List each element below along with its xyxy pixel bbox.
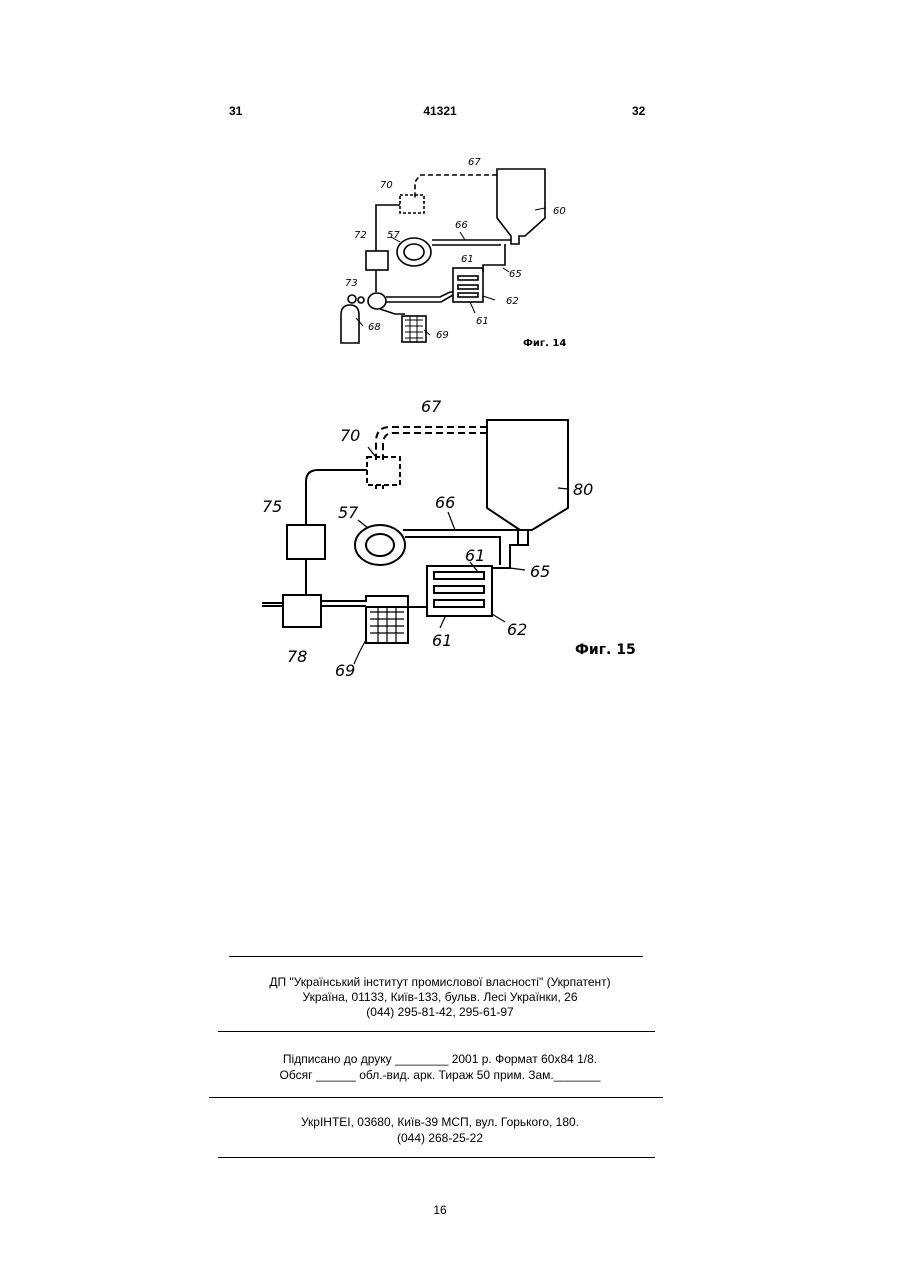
fig15-label-78: 78 [287, 647, 307, 666]
print-line-2: Обсяг ______ обл.-вид. арк. Тираж 50 при… [0, 1067, 880, 1083]
fig15-label-80: 80 [573, 480, 593, 499]
fig15-label-57: 57 [338, 503, 359, 522]
printer-line-2: (044) 268-25-22 [0, 1130, 880, 1146]
rule-3 [209, 1097, 663, 1098]
dashed-duct-67 [376, 427, 487, 460]
box-78 [283, 595, 321, 627]
box-70 [367, 457, 400, 485]
fig15-label-67: 67 [421, 397, 442, 416]
publisher-line-3: (044) 295-81-42, 295-61-97 [0, 1004, 880, 1020]
box-75 [287, 525, 325, 559]
fan-57 [355, 525, 405, 565]
figure-15-caption: Фиг. 15 [575, 642, 636, 658]
fig15-label-61a: 61 [465, 546, 485, 565]
publisher-line-1: ДП "Український інститут промислової вла… [0, 974, 880, 990]
fig15-label-75: 75 [262, 497, 282, 516]
rule-1 [229, 956, 643, 957]
fig15-label-62: 62 [507, 620, 527, 639]
fig15-label-66: 66 [435, 493, 455, 512]
printer-line-1: УкрІНТЕІ, 03680, Київ-39 МСП, вул. Горьк… [0, 1114, 880, 1130]
rule-4 [218, 1157, 655, 1158]
fig15-label-69: 69 [335, 661, 355, 680]
fig15-label-61b: 61 [432, 631, 452, 650]
box-62 [427, 566, 492, 616]
page-number: 16 [0, 1203, 880, 1217]
publisher-line-2: Україна, 01133, Київ-133, бульв. Лесі Ук… [0, 989, 880, 1005]
fig15-label-65: 65 [530, 562, 550, 581]
rule-2 [218, 1031, 655, 1032]
hopper-80 [487, 420, 568, 530]
print-line-1: Підписано до друку ________ 2001 р. Форм… [0, 1051, 880, 1067]
fig15-label-70: 70 [340, 426, 360, 445]
